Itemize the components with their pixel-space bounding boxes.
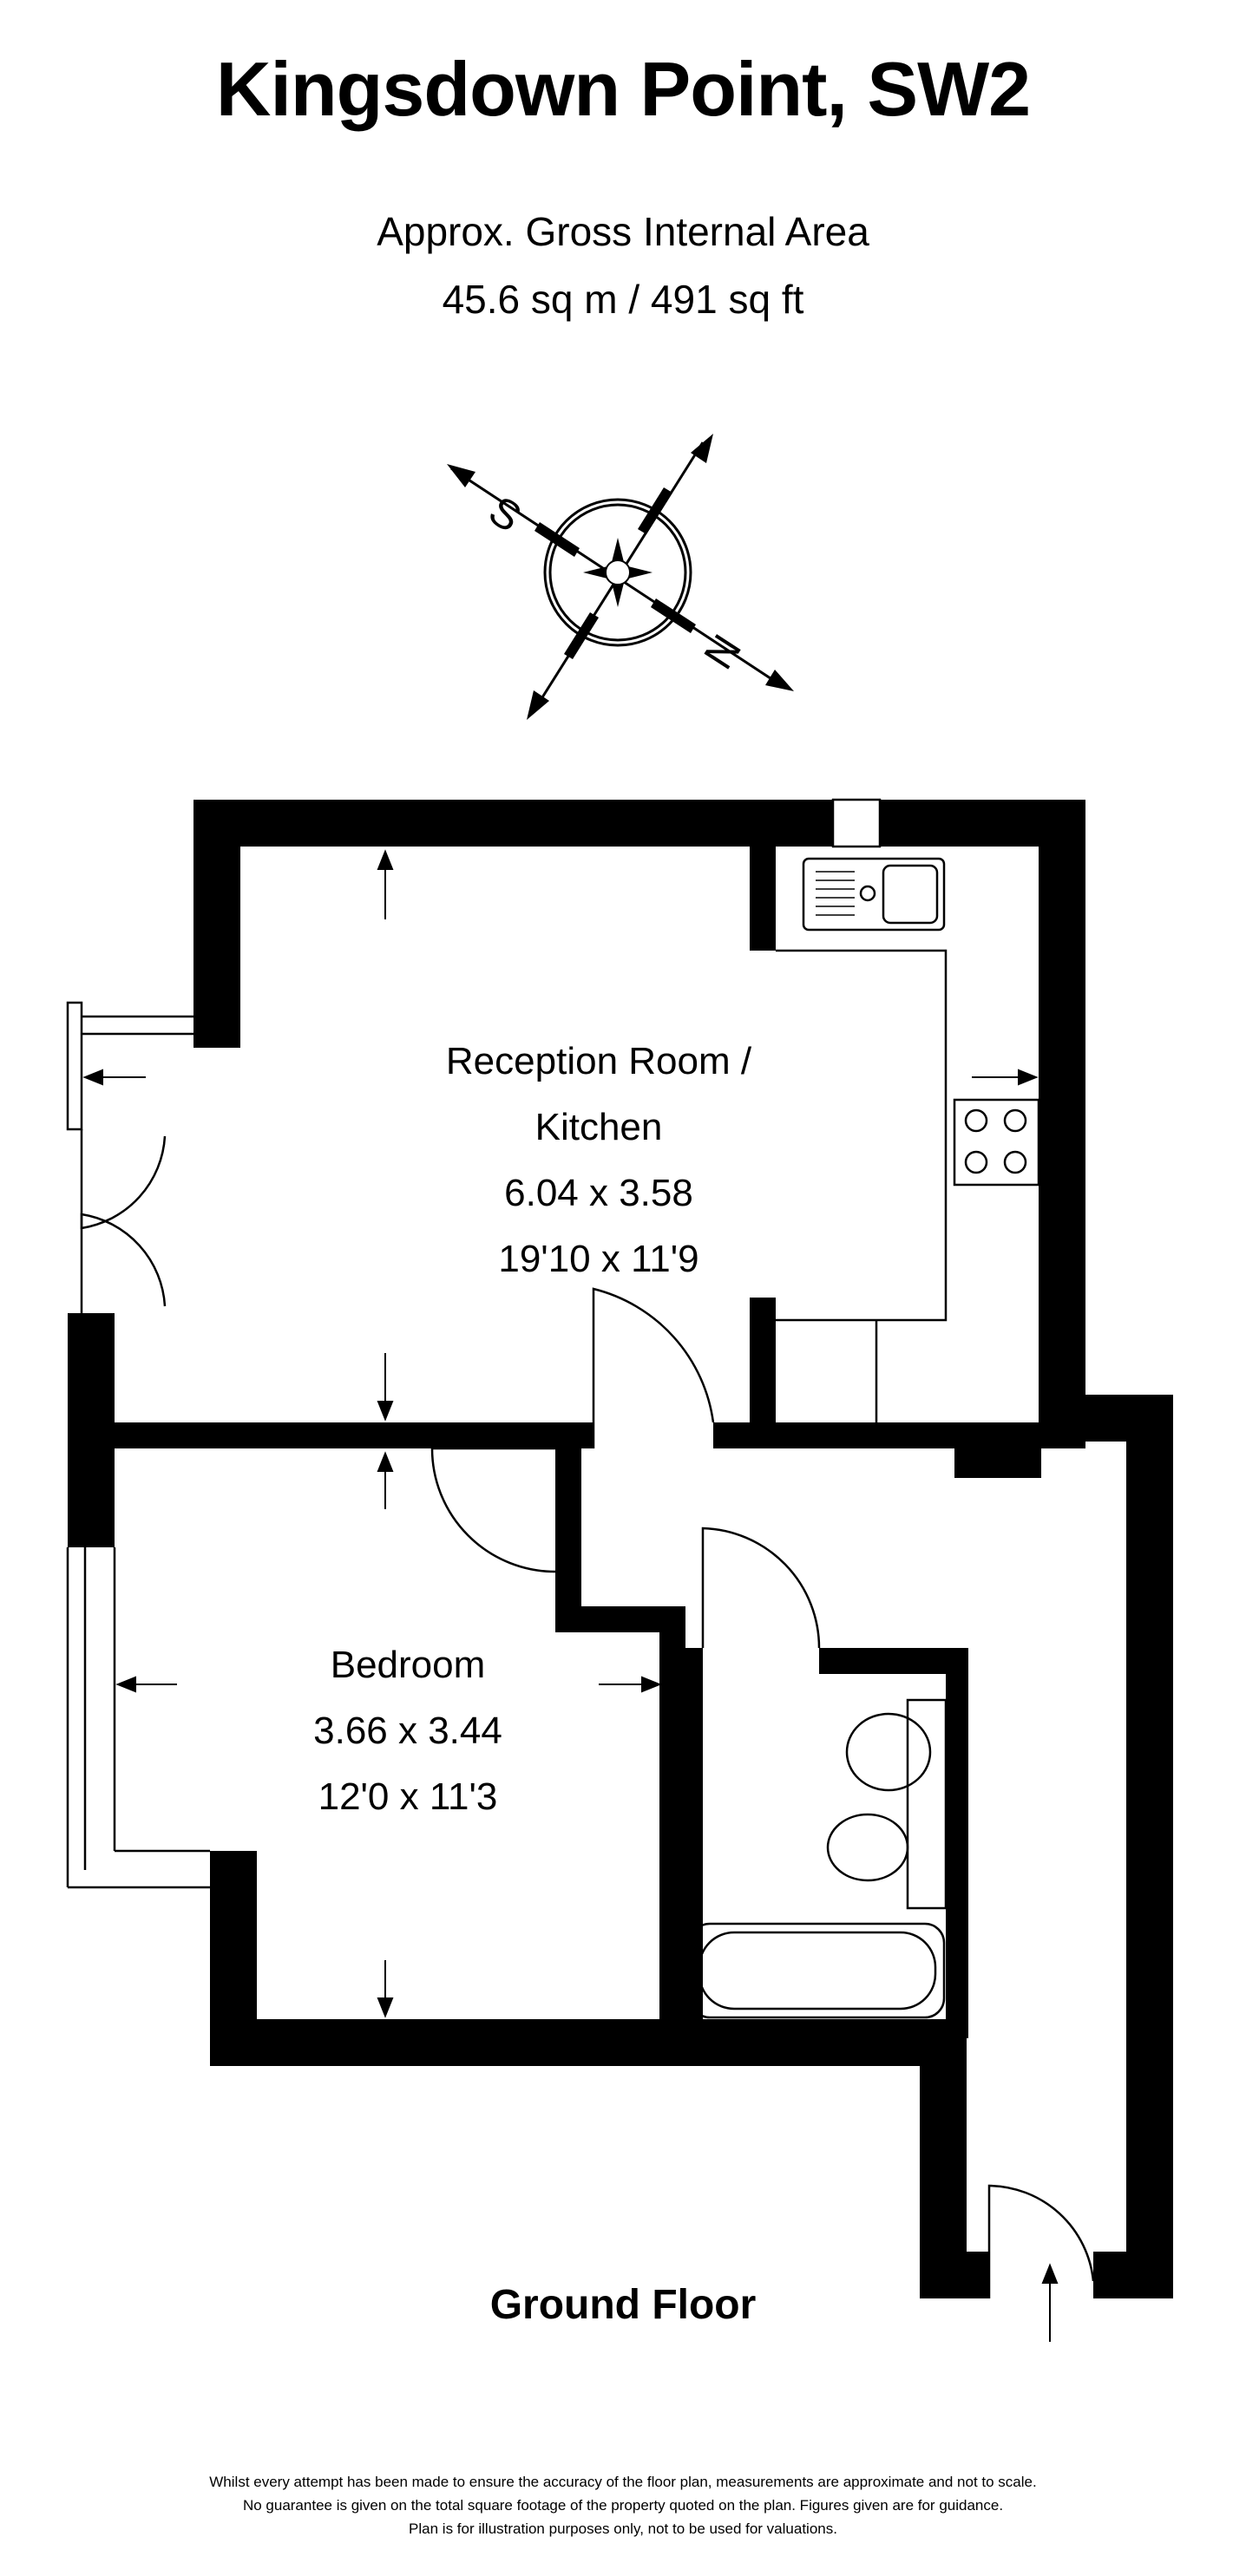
reception-label: Reception Room / Kitchen 6.04 x 3.58 19'… xyxy=(364,1029,833,1292)
disclaimer-line-3: Plan is for illustration purposes only, … xyxy=(409,2520,837,2537)
floor-label: Ground Floor xyxy=(489,2282,757,2328)
walls xyxy=(68,800,1173,2298)
compass-rose: S N xyxy=(447,434,794,720)
bedroom-name: Bedroom xyxy=(330,1644,486,1686)
disclaimer-line-1: Whilst every attempt has been made to en… xyxy=(209,2474,1037,2490)
bedroom-label: Bedroom 3.66 x 3.44 12'0 x 11'3 xyxy=(217,1632,599,1830)
reception-imperial: 19'10 x 11'9 xyxy=(498,1238,699,1280)
reception-name-line1: Reception Room / xyxy=(445,1040,752,1082)
page-title: Kingsdown Point, SW2 xyxy=(215,46,1031,132)
bedroom-imperial: 12'0 x 11'3 xyxy=(318,1775,498,1818)
area-label: Approx. Gross Internal Area xyxy=(377,209,869,254)
bedroom-metric: 3.66 x 3.44 xyxy=(313,1710,502,1752)
area-value: 45.6 sq m / 491 sq ft xyxy=(442,277,804,322)
reception-name-line2: Kitchen xyxy=(534,1106,663,1148)
reception-metric: 6.04 x 3.58 xyxy=(504,1172,693,1214)
disclaimer: Whilst every attempt has been made to en… xyxy=(0,2470,1246,2540)
disclaimer-line-2: No guarantee is given on the total squar… xyxy=(242,2497,1004,2514)
